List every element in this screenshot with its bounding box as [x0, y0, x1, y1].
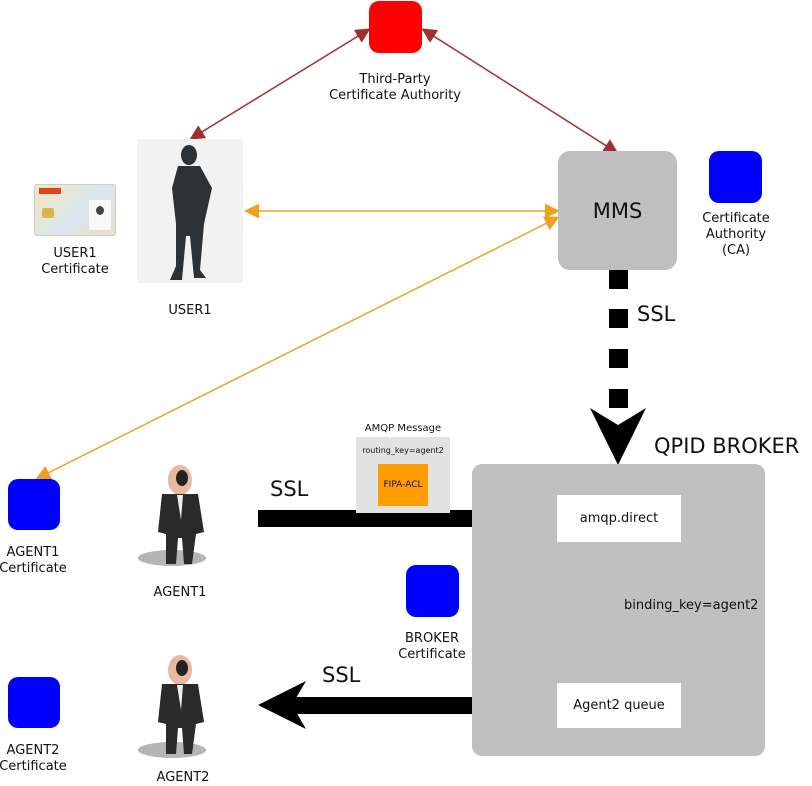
user1-id-card-icon [34, 184, 116, 236]
ssl-dash [609, 270, 628, 289]
ssl-agent2-head [258, 681, 306, 729]
ssl-label-agent1: SSL [270, 477, 309, 501]
message-routing: routing_key=agent2 [362, 446, 444, 455]
broker-title: QPID BROKER [654, 434, 800, 458]
queue-box: Agent2 queue [557, 683, 681, 728]
message-title: AMQP Message [364, 423, 442, 434]
link-ca-user1 [189, 28, 371, 140]
agent2-cert-box [8, 677, 60, 728]
broker-cert-box [406, 565, 459, 617]
user1-name: USER1 [168, 303, 212, 318]
link-ca-mms [421, 28, 619, 154]
ssl-dash [609, 389, 628, 408]
ssl-arrowhead [590, 408, 646, 465]
ssl-dash [609, 349, 628, 368]
agent1-cert-box [8, 479, 60, 530]
link-mms-agent1 [35, 216, 560, 480]
third-party-ca-box [369, 1, 422, 53]
ssl-agent1-shaft [258, 510, 520, 527]
ca-box [709, 151, 762, 203]
exchange-box: amqp.direct [557, 495, 681, 542]
mms-node: MMS [558, 151, 677, 270]
ssl-dash [609, 309, 628, 328]
agent1-name: AGENT1 [153, 585, 207, 600]
agent2-name: AGENT2 [156, 770, 210, 785]
ssl-label-mms: SSL [637, 302, 676, 326]
message-payload: FIPA-ACL [378, 464, 428, 506]
binding-key-label: binding_key=agent2 [624, 598, 759, 613]
ssl-label-agent2: SSL [322, 663, 361, 687]
